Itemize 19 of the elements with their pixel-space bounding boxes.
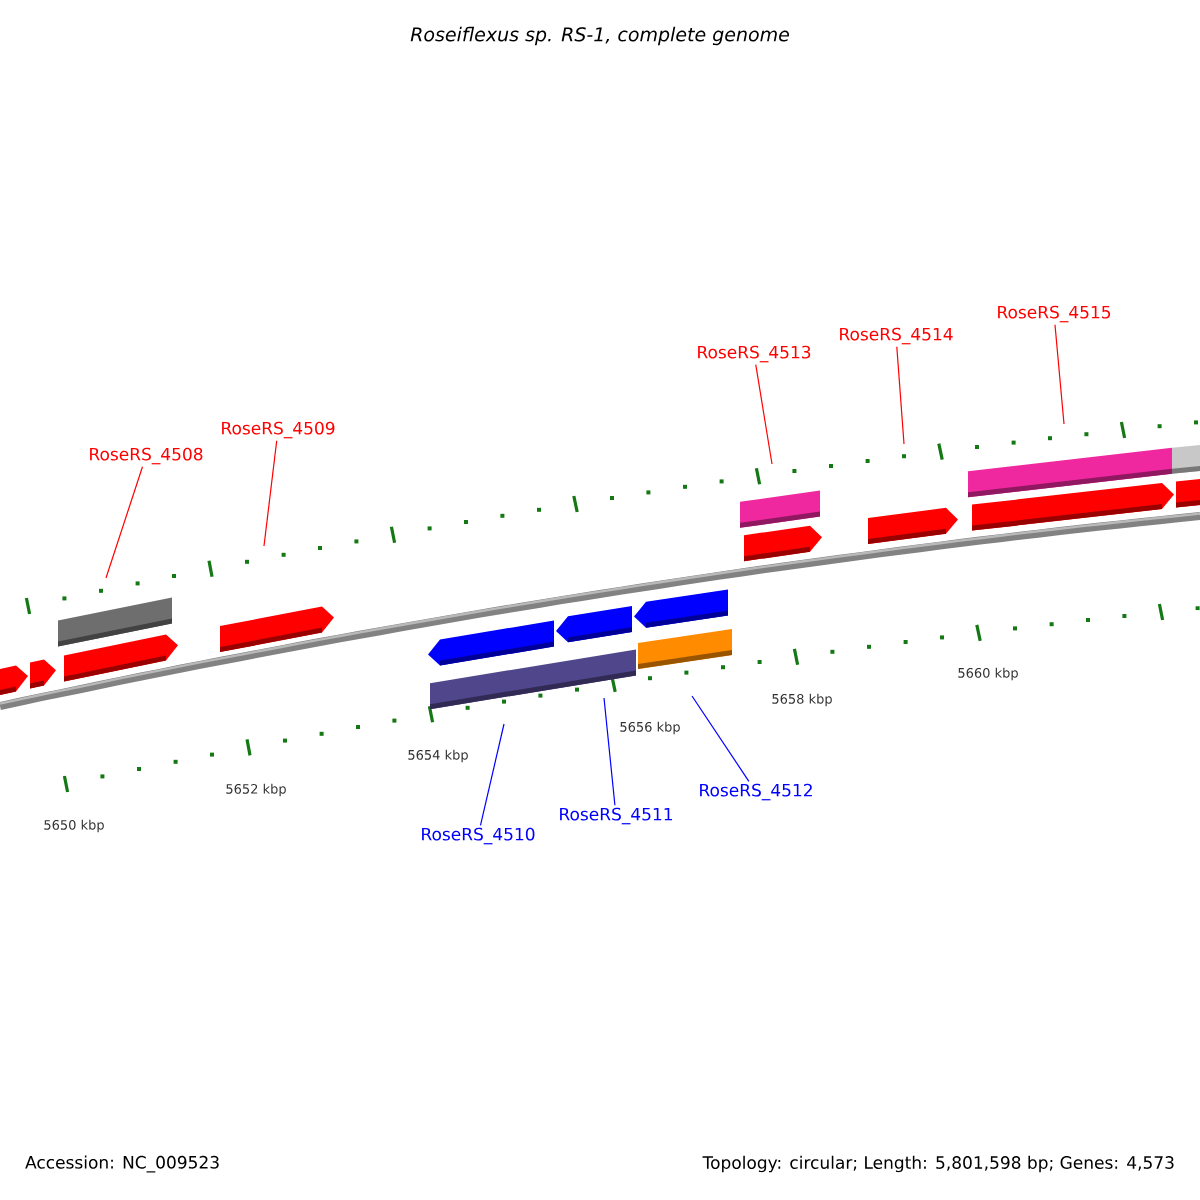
gene-label: RoseRS_4513 [698, 345, 811, 363]
leader-line [755, 364, 773, 465]
leader-line [603, 697, 616, 806]
title: Roseiflexus sp. RS-1, complete genome [410, 26, 789, 46]
footer-text: Accession: NC_009523 [25, 1155, 219, 1173]
leader-line [691, 695, 750, 782]
leader-line [105, 466, 144, 579]
gene-label: RoseRS_4508 [90, 447, 203, 465]
leader-line [263, 440, 278, 547]
gene-label: RoseRS_4509 [222, 421, 335, 439]
gene-label: RoseRS_4510 [422, 827, 535, 845]
leader-line [479, 723, 505, 826]
leader-line [896, 346, 905, 445]
leader-line [1054, 324, 1065, 425]
gene-label: RoseRS_4511 [560, 807, 672, 825]
gene-label: RoseRS_4514 [840, 327, 953, 345]
gene-label: RoseRS_4515 [998, 305, 1111, 323]
gene-label: RoseRS_4512 [700, 783, 812, 801]
footer-text: Topology: circular; Length: 5,801,598 bp; Genes: 4,573 [702, 1155, 1174, 1173]
